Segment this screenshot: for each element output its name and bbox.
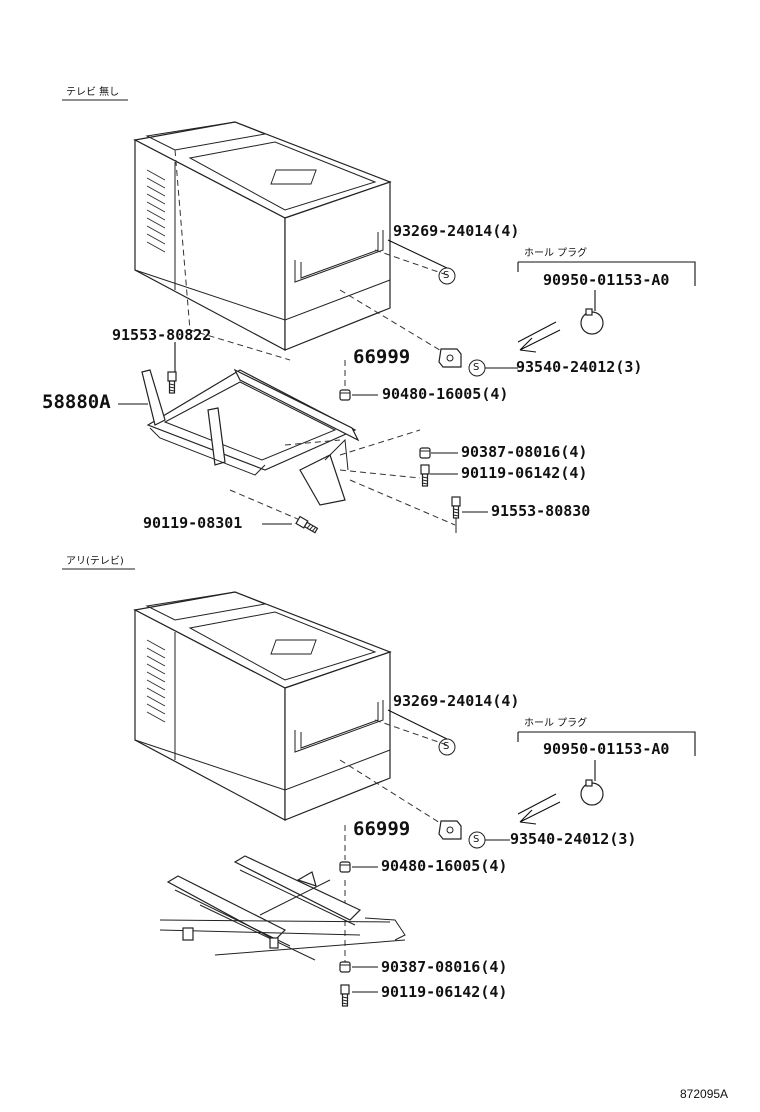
- figure-code: 872095A: [680, 1087, 729, 1101]
- part-label-93540-bottom[interactable]: 93540-24012(3): [510, 830, 637, 848]
- s-symbol: S: [473, 362, 480, 373]
- s-symbol: S: [443, 741, 450, 752]
- part-label-90119-06142-top[interactable]: 90119-06142(4): [461, 464, 588, 482]
- part-label-90119-08301[interactable]: 90119-08301: [143, 514, 243, 532]
- part-label-58880A[interactable]: 58880A: [42, 391, 111, 413]
- s-symbol: S: [443, 270, 450, 281]
- part-label-90387-bottom[interactable]: 90387-08016(4): [381, 958, 508, 976]
- section-heading-no-tv: テレビ 無し: [66, 87, 120, 98]
- part-label-93269-bottom[interactable]: 93269-24014(4): [393, 692, 520, 710]
- part-label-91553-80822[interactable]: 91553-80822: [112, 326, 212, 344]
- part-label-93269-top[interactable]: 93269-24014(4): [393, 222, 520, 240]
- part-label-90119-06142-bottom[interactable]: 90119-06142(4): [381, 983, 508, 1001]
- part-label-90387-top[interactable]: 90387-08016(4): [461, 443, 588, 461]
- part-label-90950-top[interactable]: 90950-01153-A0: [543, 271, 670, 289]
- top-cooler-box: [134, 121, 391, 351]
- part-label-66999-top[interactable]: 66999: [353, 346, 411, 368]
- bottom-cooler-box: [134, 591, 391, 821]
- part-label-90480-bottom[interactable]: 90480-16005(4): [381, 857, 508, 875]
- part-label-91553-80830[interactable]: 91553-80830: [491, 502, 591, 520]
- top-bracket-58880A: [141, 368, 360, 506]
- part-label-90950-bottom[interactable]: 90950-01153-A0: [543, 740, 670, 758]
- part-label-66999-bottom[interactable]: 66999: [353, 818, 411, 840]
- hole-plug-label-bottom: ホール プラグ: [524, 718, 588, 729]
- part-label-93540-top[interactable]: 93540-24012(3): [516, 358, 643, 376]
- section-heading-with-tv: アリ(テレビ): [66, 556, 124, 567]
- part-label-90480-top[interactable]: 90480-16005(4): [382, 385, 509, 403]
- bottom-seat-rails: [159, 855, 406, 961]
- s-symbol: S: [473, 834, 480, 845]
- hole-plug-label-top: ホール プラグ: [524, 248, 588, 259]
